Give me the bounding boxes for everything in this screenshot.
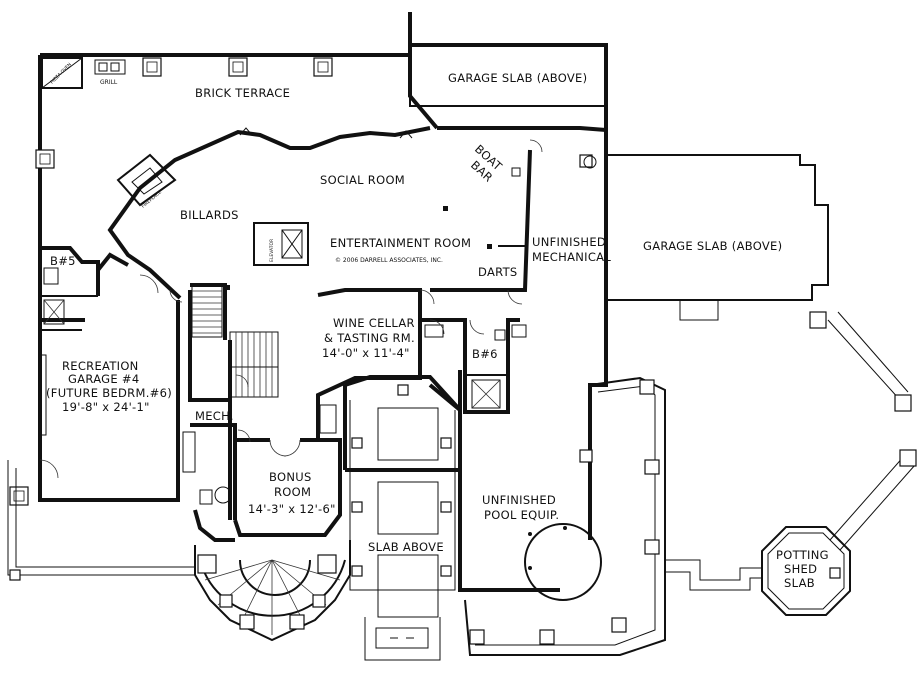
label-garage-slab-right: GARAGE SLAB (ABOVE)	[643, 239, 782, 253]
label-copyright: © 2006 DARRELL ASSOCIATES, INC.	[335, 257, 443, 264]
label-room: ROOM	[274, 485, 311, 499]
pool-area	[464, 376, 666, 656]
curved-terrace-stairs	[194, 540, 351, 642]
terrace-piers	[7, 57, 593, 630]
label-recreation-dims: 19'-8" x 24'-1"	[62, 400, 150, 414]
label-mechanical: MECHANICAL	[532, 250, 611, 264]
label-pool-equip: POOL EQUIP.	[484, 508, 559, 522]
label-pizza-oven: PIZZA OVEN	[49, 62, 73, 86]
slab-above-structure	[349, 384, 456, 661]
interior-walls	[40, 246, 520, 542]
label-bonus: BONUS	[269, 470, 312, 484]
label-grill: GRILL	[100, 79, 118, 86]
label-garage-slab-top: GARAGE SLAB (ABOVE)	[448, 71, 587, 85]
label-slab-above: SLAB ABOVE	[368, 540, 444, 554]
label-bath6: B#6	[472, 347, 498, 361]
exterior-walls	[38, 12, 829, 592]
label-tasting-rm: & TASTING RM.	[324, 331, 415, 345]
label-bonus-dims: 14'-3" x 12'-6"	[248, 502, 336, 516]
label-potting: POTTING	[776, 548, 829, 562]
label-shed: SHED	[784, 562, 817, 576]
label-billards: BILLARDS	[180, 208, 239, 222]
label-unfinished: UNFINISHED	[532, 235, 606, 249]
label-garage4: GARAGE #4	[68, 372, 139, 386]
room-labels: BRICK TERRACE GARAGE SLAB (ABOVE) GARAGE…	[46, 62, 829, 590]
potting-shed-structure	[665, 311, 917, 616]
label-mech: MECH.	[195, 409, 234, 423]
label-recreation: RECREATION	[62, 359, 139, 373]
label-darts: DARTS	[478, 265, 518, 279]
label-fireplace: FIREPLACE	[140, 189, 163, 209]
label-unfinished-pool: UNFINISHED	[482, 493, 556, 507]
label-bath5: B#5	[50, 254, 76, 268]
label-wine-cellar: WINE CELLAR	[333, 316, 415, 330]
label-future-bedroom: (FUTURE BEDRM.#6)	[46, 386, 172, 400]
label-social-room: SOCIAL ROOM	[320, 173, 405, 187]
fixtures	[39, 57, 597, 505]
label-entertainment-room: ENTERTAINMENT ROOM	[330, 236, 471, 250]
label-wine-dims: 14'-0" x 11'-4"	[322, 346, 410, 360]
label-elevator: ELEVATOR	[269, 239, 275, 262]
main-stairs	[191, 284, 279, 398]
label-shed-slab: SLAB	[784, 576, 815, 590]
label-brick-terrace: BRICK TERRACE	[195, 86, 290, 100]
